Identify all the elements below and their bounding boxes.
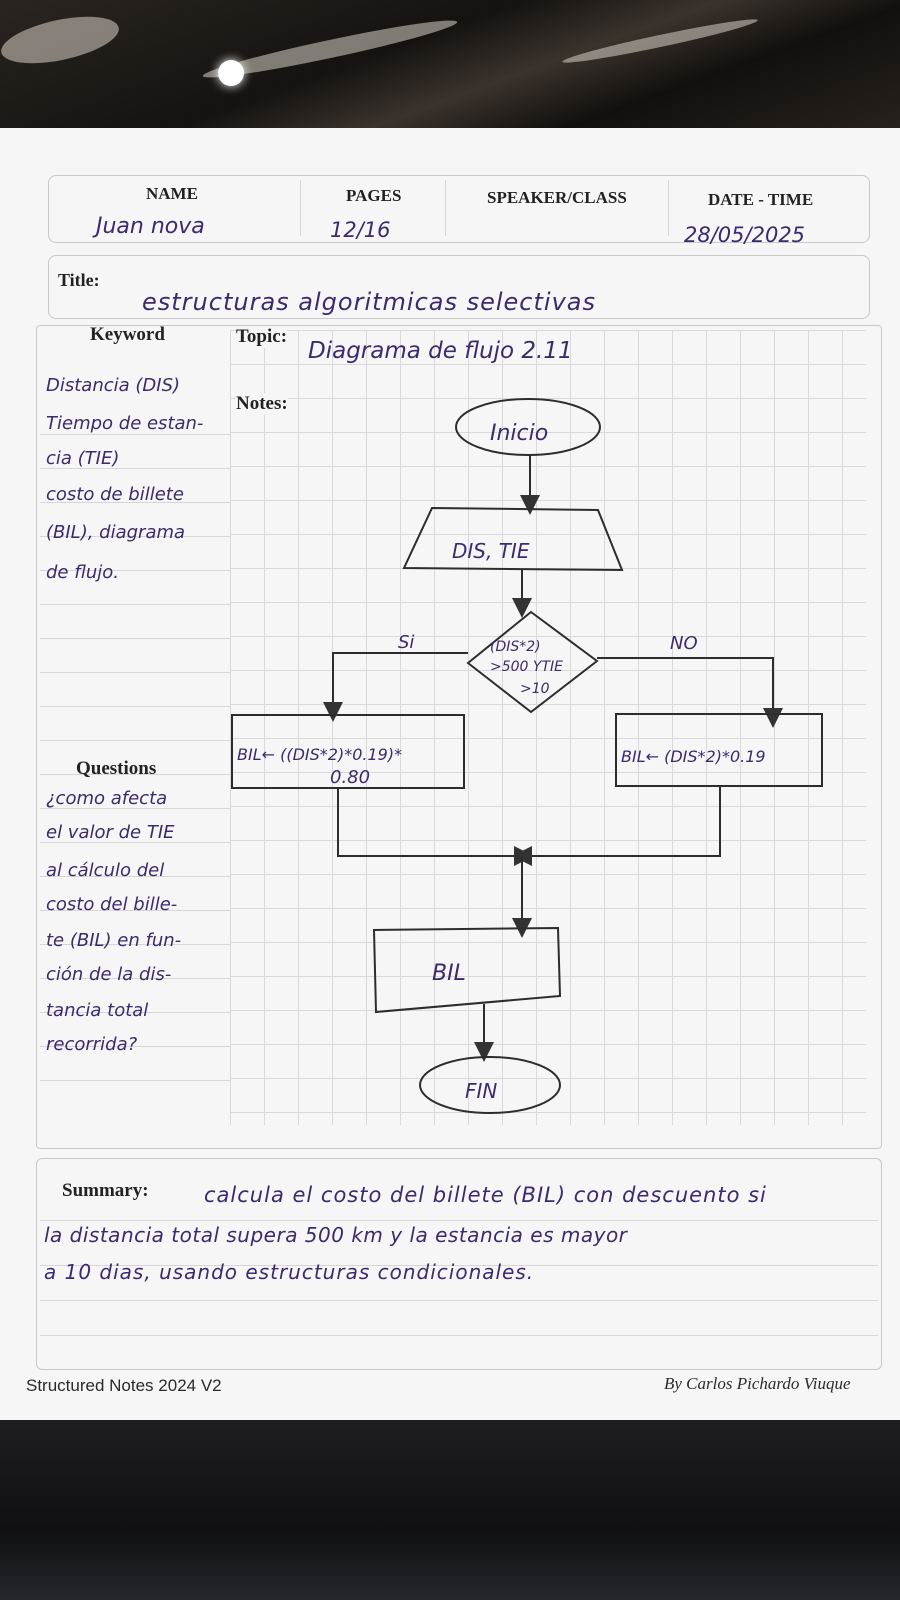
yes-label: Si xyxy=(398,632,414,653)
rule-line xyxy=(40,842,230,843)
no-branch-line xyxy=(597,657,783,728)
topic-label: Topic: xyxy=(236,326,288,348)
rule-line xyxy=(40,740,230,741)
summary-rule xyxy=(40,1335,878,1336)
summary-box xyxy=(36,1158,882,1370)
yes-process-line: 0.80 xyxy=(330,767,370,788)
name-label: NAME xyxy=(146,184,198,203)
rule-line xyxy=(40,978,230,979)
decision-diamond xyxy=(466,610,599,714)
rule-line xyxy=(40,1046,230,1047)
divider xyxy=(300,180,301,236)
yes-process-line: BIL← ((DIS*2)*0.19)* xyxy=(237,745,402,764)
no-process-text: BIL← (DIS*2)*0.19 xyxy=(621,747,766,766)
decision-line: >500 YTIE xyxy=(490,659,563,675)
keyword-line: Distancia (DIS) xyxy=(46,375,181,396)
rule-line xyxy=(40,1080,230,1081)
yes-process-box xyxy=(231,714,465,789)
summary-line: a 10 dias, usando estructuras condiciona… xyxy=(44,1260,535,1284)
rule-line xyxy=(40,706,230,707)
question-line: ¿como afecta xyxy=(46,788,168,809)
keyword-line: cia (TIE) xyxy=(46,448,120,469)
keyword-line: Tiempo de estan- xyxy=(46,413,204,434)
start-terminal xyxy=(455,398,601,456)
summary-line: calcula el costo del billete (BIL) con d… xyxy=(204,1183,767,1207)
question-line: tancia total xyxy=(46,1000,149,1021)
rule-line xyxy=(40,876,230,877)
footer-brand: Structured Notes 2024 V2 xyxy=(26,1376,222,1395)
keyword-line: de flujo. xyxy=(46,562,119,583)
decision-line: (DIS*2) xyxy=(490,639,541,655)
pages-label: PAGES xyxy=(346,186,402,205)
questions-label: Questions xyxy=(76,758,157,779)
light-reflection xyxy=(218,60,244,86)
title-box xyxy=(48,255,870,319)
keyword-line: (BIL), diagrama xyxy=(46,522,186,543)
date-time-label: DATE - TIME xyxy=(708,190,814,209)
question-line: el valor de TIE xyxy=(46,822,175,843)
divider xyxy=(445,180,446,236)
summary-rule xyxy=(40,1265,878,1266)
title-value: estructuras algoritmicas selectivas xyxy=(142,288,596,316)
date-value: 28/05/2025 xyxy=(684,223,806,247)
question-line: te (BIL) en fun- xyxy=(46,930,182,951)
rule-line xyxy=(40,638,230,639)
divider xyxy=(668,180,669,236)
question-line: al cálculo del xyxy=(46,860,165,881)
rule-line xyxy=(40,944,230,945)
decision-line: >10 xyxy=(520,681,550,697)
notes-label: Notes: xyxy=(236,393,288,415)
rule-line xyxy=(40,502,230,503)
output-box xyxy=(372,926,562,1014)
rule-line xyxy=(40,808,230,809)
start-text: Inicio xyxy=(490,421,548,446)
topic-value: Diagrama de flujo 2.11 xyxy=(308,338,573,364)
summary-rule xyxy=(40,1220,878,1221)
main-area xyxy=(36,325,882,1149)
rule-line xyxy=(40,910,230,911)
pages-value: 12/16 xyxy=(330,218,391,242)
merge-line-left xyxy=(337,788,534,866)
table-surface-top xyxy=(0,0,900,150)
summary-rule xyxy=(40,1300,878,1301)
title-label: Title: xyxy=(58,270,100,290)
rule-line xyxy=(40,570,230,571)
summary-label: Summary: xyxy=(62,1180,149,1201)
table-surface-bottom xyxy=(0,1420,900,1600)
question-line: costo del bille- xyxy=(46,894,178,915)
rule-line xyxy=(40,1012,230,1013)
yes-branch-line xyxy=(323,652,468,722)
end-text: FIN xyxy=(465,1079,497,1103)
rule-line xyxy=(40,468,230,469)
rule-line xyxy=(40,434,230,435)
rule-line xyxy=(40,774,230,775)
rule-line xyxy=(40,604,230,605)
notes-grid xyxy=(230,330,866,1125)
input-parallelogram xyxy=(402,506,624,572)
no-label: NO xyxy=(670,633,698,654)
merge-line-right xyxy=(512,786,721,866)
rule-line xyxy=(40,672,230,673)
summary-line: la distancia total supera 500 km y la es… xyxy=(44,1223,628,1247)
speaker-class-label: SPEAKER/CLASS xyxy=(487,188,627,207)
keyword-line: costo de billete xyxy=(46,484,184,505)
output-text: BIL xyxy=(432,961,466,986)
end-terminal xyxy=(419,1056,561,1114)
keyword-label: Keyword xyxy=(90,324,165,345)
question-line: ción de la dis- xyxy=(46,964,172,985)
name-value: Juan nova xyxy=(96,214,205,239)
input-text: DIS, TIE xyxy=(452,539,530,563)
question-line: recorrida? xyxy=(46,1034,138,1055)
header-box xyxy=(48,175,870,243)
footer-author: By Carlos Pichardo Viuque xyxy=(664,1374,851,1393)
rule-line xyxy=(40,536,230,537)
